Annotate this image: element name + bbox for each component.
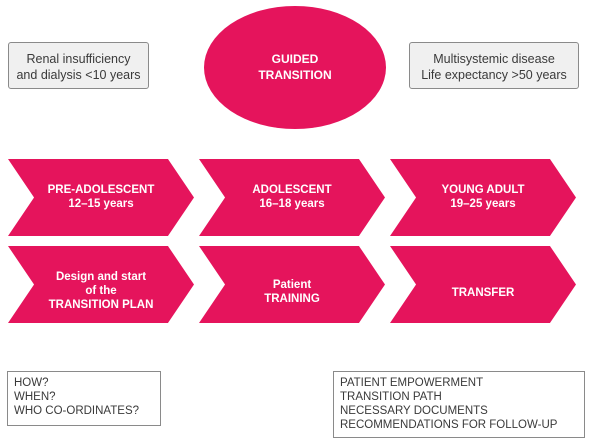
stage-label-adolescent: ADOLESCENT 16–18 years <box>199 183 385 211</box>
stage-1-age: 12–15 years <box>68 198 134 210</box>
guided-transition-label: GUIDED TRANSITION <box>204 51 386 83</box>
questions-box: HOW? WHEN? WHO CO-ORDINATES? <box>7 371 161 426</box>
outcomes-box: PATIENT EMPOWERMENT TRANSITION PATH NECE… <box>333 371 585 438</box>
guided-transition-ellipse <box>204 6 386 129</box>
question-when: WHEN? <box>14 391 56 403</box>
outcome-empowerment: PATIENT EMPOWERMENT <box>340 377 484 389</box>
criteria-right-line-1: Multisystemic disease <box>433 52 555 66</box>
action-label-training: Patient TRAINING <box>199 278 385 306</box>
stage-label-young-adult: YOUNG ADULT 19–25 years <box>390 183 576 211</box>
stage-3-title: YOUNG ADULT <box>441 184 525 196</box>
action-chevron-design <box>8 246 194 323</box>
outcome-recommendations: RECOMMENDATIONS FOR FOLLOW-UP <box>340 419 558 431</box>
action-1-line-1: Design and start <box>55 271 147 283</box>
criteria-right-line-2: Life expectancy >50 years <box>421 68 567 82</box>
action-chevron-transfer <box>390 246 576 323</box>
ellipse-line-2: TRANSITION <box>258 68 332 82</box>
stage-chevron-pre-adolescent <box>8 159 194 236</box>
action-2-line-1: Patient <box>272 279 312 291</box>
action-chevron-training <box>199 246 385 323</box>
stage-label-pre-adolescent: PRE-ADOLESCENT 12–15 years <box>8 183 194 211</box>
stage-1-title: PRE-ADOLESCENT <box>47 184 155 196</box>
question-who: WHO CO-ORDINATES? <box>14 405 140 417</box>
outcome-transition-path: TRANSITION PATH <box>340 391 442 403</box>
stage-2-title: ADOLESCENT <box>252 184 332 196</box>
criteria-box-left: Renal insufficiency and dialysis <10 yea… <box>8 42 149 89</box>
outcome-documents: NECESSARY DOCUMENTS <box>340 405 488 417</box>
criteria-left-line-1: Renal insufficiency <box>26 52 131 66</box>
action-1-line-2: of the <box>85 285 117 297</box>
action-label-design: Design and start of the TRANSITION PLAN <box>8 270 194 312</box>
action-label-transfer: TRANSFER <box>390 286 576 300</box>
ellipse-line-1: GUIDED <box>271 52 319 66</box>
action-3-line-1: TRANSFER <box>451 287 515 299</box>
criteria-box-right: Multisystemic disease Life expectancy >5… <box>409 42 579 89</box>
stage-2-age: 16–18 years <box>259 198 325 210</box>
question-how: HOW? <box>14 377 49 389</box>
action-2-line-2: TRAINING <box>264 293 320 305</box>
criteria-left-line-2: and dialysis <10 years <box>16 68 141 82</box>
stage-3-age: 19–25 years <box>450 198 516 210</box>
stage-chevron-young-adult <box>390 159 576 236</box>
stage-chevron-adolescent <box>199 159 385 236</box>
action-1-line-3: TRANSITION PLAN <box>48 299 154 311</box>
